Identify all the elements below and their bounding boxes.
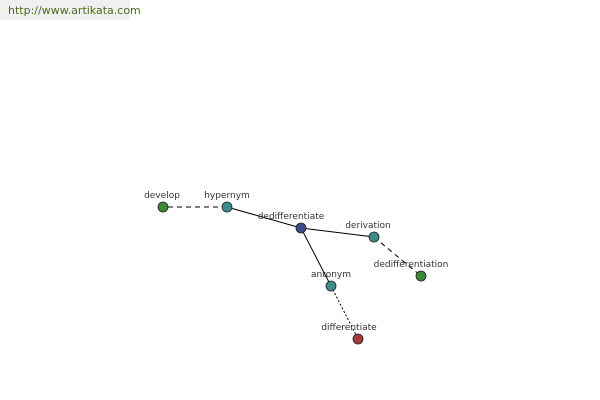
node-circle-hypernym[interactable]: [221, 201, 233, 213]
node-circle-dedifferentiate[interactable]: [295, 222, 307, 234]
node-label-develop: develop: [144, 191, 180, 201]
edge-dedifferentiate-hypernym: [226, 206, 302, 229]
node-circle-develop[interactable]: [157, 201, 169, 213]
node-differentiate[interactable]: differentiate: [321, 323, 377, 345]
node-circle-dedifferentiation[interactable]: [415, 270, 427, 282]
node-develop[interactable]: develop: [144, 191, 180, 213]
node-label-differentiate: differentiate: [321, 323, 377, 333]
watermark-link[interactable]: http://www.artikata.com: [0, 0, 141, 20]
node-label-derivation: derivation: [345, 221, 391, 231]
node-antonym[interactable]: antonym: [311, 270, 351, 292]
node-layer: dedifferentiate hypernym develop derivation…: [144, 191, 449, 345]
node-hypernym[interactable]: hypernym: [204, 191, 250, 213]
node-label-dedifferentiation: dedifferentiation: [374, 260, 449, 270]
node-dedifferentiate[interactable]: dedifferentiate: [258, 212, 325, 234]
node-derivation[interactable]: derivation: [345, 221, 391, 243]
node-label-antonym: antonym: [311, 270, 351, 280]
edge-dedifferentiate-derivation: [300, 227, 375, 238]
node-circle-differentiate[interactable]: [352, 333, 364, 345]
node-circle-derivation[interactable]: [368, 231, 380, 243]
edge-layer: [163, 206, 422, 340]
node-label-dedifferentiate: dedifferentiate: [258, 212, 325, 222]
node-label-hypernym: hypernym: [204, 191, 250, 201]
node-circle-antonym[interactable]: [325, 280, 337, 292]
node-dedifferentiation[interactable]: dedifferentiation: [374, 260, 449, 282]
edge-dedifferentiate-antonym: [300, 227, 332, 287]
edge-derivation-dedifferentiation: [373, 236, 422, 277]
edge-antonym-differentiate: [330, 285, 359, 340]
